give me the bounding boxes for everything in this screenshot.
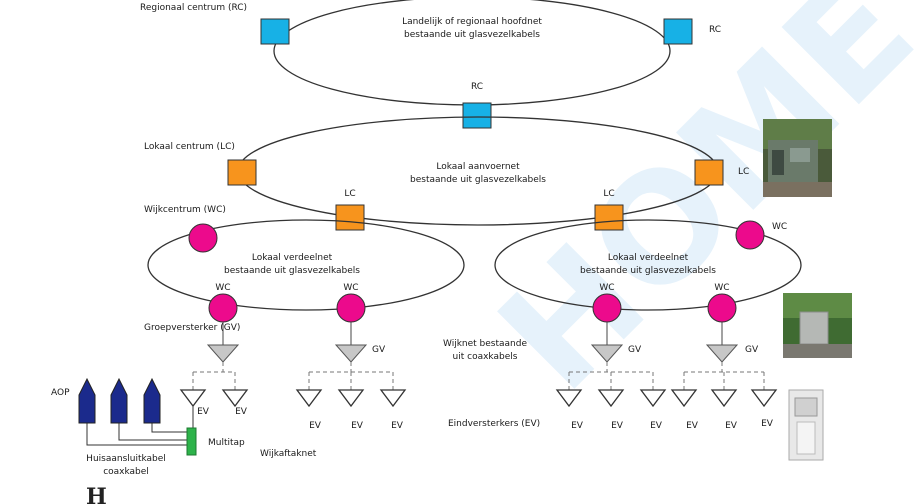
label-ev-7: EV <box>611 421 624 431</box>
wc-node-1 <box>208 293 238 323</box>
label-wijkcentrum: Wijkcentrum (WC) <box>144 205 226 215</box>
label-wc-3: WC <box>599 283 614 293</box>
gv-amplifier-3 <box>590 344 624 363</box>
house-icon-1 <box>78 377 96 424</box>
lc-node-mid-left <box>335 204 365 231</box>
watermark-text: HOME <box>467 0 921 424</box>
ev-amplifier-4 <box>337 389 365 408</box>
ev-amplifier-1 <box>179 389 207 408</box>
ev-amplifier-11 <box>750 389 778 408</box>
rc-node-bottom <box>462 102 492 129</box>
label-ev-11: EV <box>761 419 774 429</box>
label-ev-8: EV <box>650 421 663 431</box>
ev-amplifier-7 <box>597 389 625 408</box>
label-wc-1: WC <box>215 283 230 293</box>
wijknet-lines <box>222 322 723 345</box>
lc-node-right <box>694 159 724 186</box>
label-verdeel-left-line1: Lokaal verdeelnet <box>252 253 333 263</box>
lc-node-left <box>227 159 257 186</box>
label-verdeel-left-line2: bestaande uit glasvezelkabels <box>224 266 360 276</box>
label-gv-2: GV <box>372 345 386 355</box>
house-icon-3 <box>143 377 161 424</box>
ev-amplifier-5 <box>379 389 407 408</box>
lc-node-mid-right <box>594 204 624 231</box>
label-aanvoer-line2: bestaande uit glasvezelkabels <box>410 175 546 185</box>
label-wijknet-line1: Wijknet bestaande <box>443 339 527 349</box>
photo-ev-cabinet <box>788 389 824 461</box>
photo-street-cabinet <box>783 293 852 358</box>
label-wc-4: WC <box>714 283 729 293</box>
ev-amplifier-6 <box>555 389 583 408</box>
wc-node-4 <box>707 293 737 323</box>
label-verdeel-right-line2: bestaande uit glasvezelkabels <box>580 266 716 276</box>
label-ev-1: EV <box>197 407 210 417</box>
label-regionaal-centrum: Regionaal centrum (RC) <box>140 3 247 13</box>
label-huisaansluit-line2: coaxkabel <box>103 467 149 477</box>
wc-node-ring-left <box>188 223 218 253</box>
label-ev-4: EV <box>351 421 364 431</box>
label-eindversterkers: Eindversterkers (EV) <box>448 419 540 429</box>
label-ev-3: EV <box>309 421 322 431</box>
ev-amplifier-2 <box>221 389 249 408</box>
house-icon-2 <box>110 377 128 424</box>
ev-amplifier-8 <box>639 389 667 408</box>
aop-houses <box>78 377 161 424</box>
label-rc-bottom: RC <box>471 82 483 92</box>
distribution-lines <box>192 362 765 390</box>
verdeelnet-ring-right <box>494 219 802 311</box>
rc-node-right <box>663 18 693 45</box>
label-gv-4: GV <box>745 345 759 355</box>
label-lc-right: LC <box>738 167 749 177</box>
verdeelnet-ring-left <box>147 219 465 311</box>
gv-amplifier-4 <box>705 344 739 363</box>
label-wc-top-right: WC <box>772 222 787 232</box>
label-ev-2: EV <box>235 407 248 417</box>
label-huisaansluit-line1: Huisaansluitkabel <box>86 454 166 464</box>
label-aanvoer-line1: Lokaal aanvoernet <box>436 162 520 172</box>
label-hoofdnet-line2: bestaande uit glasvezelkabels <box>404 30 540 40</box>
label-ev-6: EV <box>571 421 584 431</box>
label-ev-9: EV <box>686 421 699 431</box>
label-gv-3: GV <box>628 345 642 355</box>
gv-amplifier-2 <box>334 344 368 363</box>
ev-amplifier-9 <box>670 389 698 408</box>
gv-amplifier-1 <box>206 344 240 363</box>
label-lc-mid-left: LC <box>344 189 355 199</box>
ev-amplifier-3 <box>295 389 323 408</box>
label-verdeel-right-line1: Lokaal verdeelnet <box>608 253 689 263</box>
label-hoofdnet-line1: Landelijk of regionaal hoofdnet <box>402 17 542 27</box>
label-lokaal-centrum: Lokaal centrum (LC) <box>144 142 235 152</box>
huisaansluit-lines <box>86 406 194 446</box>
label-lc-mid-right: LC <box>603 189 614 199</box>
corner-mark: H <box>86 484 107 504</box>
rc-node-left <box>260 18 290 45</box>
photo-lokaal-centrum <box>763 119 832 197</box>
wc-node-2 <box>336 293 366 323</box>
label-ev-10: EV <box>725 421 738 431</box>
label-multitap: Multitap <box>208 438 245 448</box>
wc-node-ring-right <box>735 220 765 250</box>
label-wc-2: WC <box>343 283 358 293</box>
label-ev-5: EV <box>391 421 404 431</box>
label-wijknet-line2: uit coaxkabels <box>453 352 518 362</box>
label-wijkaftaknet: Wijkaftaknet <box>260 449 317 459</box>
wc-node-3 <box>592 293 622 323</box>
label-groepversterker: Groepversterker (GV) <box>144 323 240 333</box>
label-aop: AOP <box>51 388 70 398</box>
ev-amplifier-10 <box>710 389 738 408</box>
multitap-device <box>186 427 197 456</box>
label-rc-right: RC <box>709 25 721 35</box>
